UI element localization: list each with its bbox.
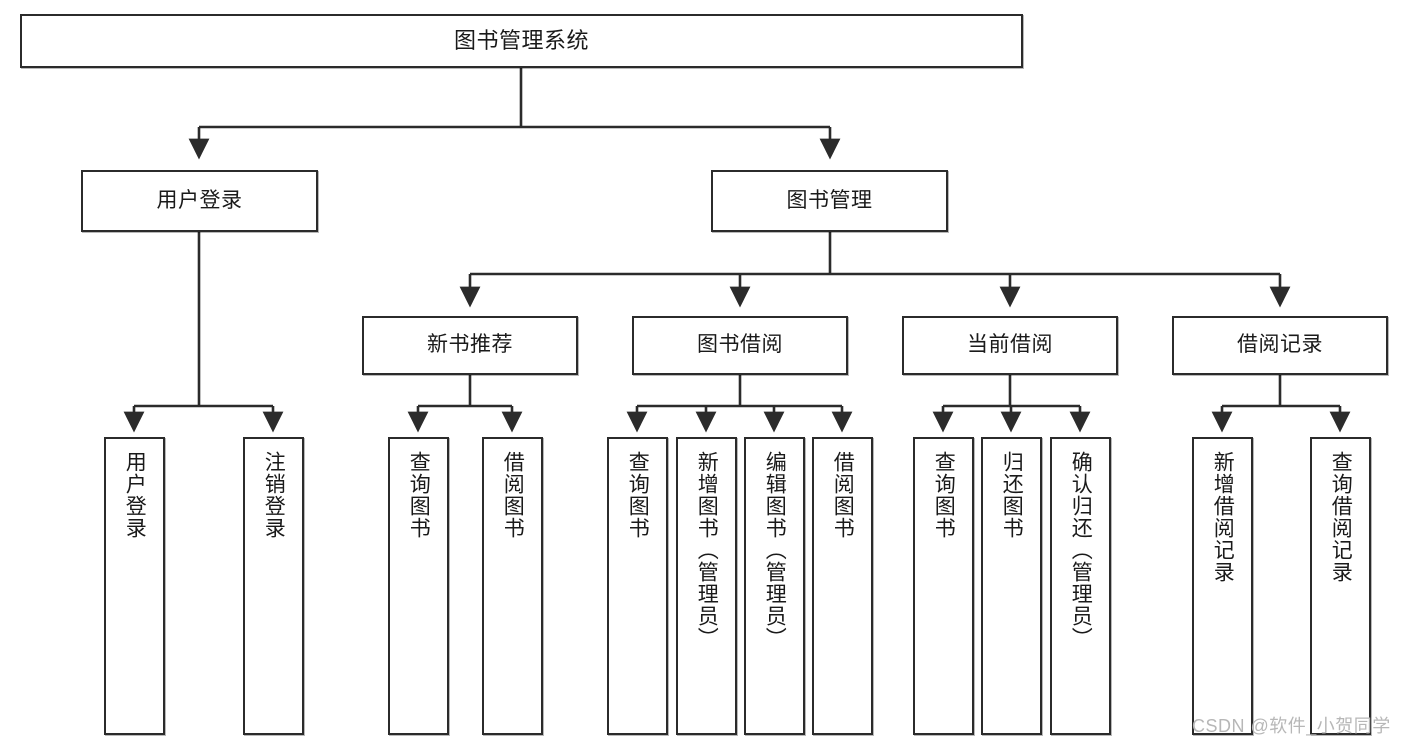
node-label: 新增借阅记录	[1211, 451, 1235, 583]
node-user-login[interactable]: 用户登录	[81, 170, 318, 232]
node-label: 归还图书	[1000, 451, 1024, 539]
leaf-current-query-book[interactable]: 查询图书	[913, 437, 974, 735]
node-borrow-record[interactable]: 借阅记录	[1172, 316, 1388, 375]
leaf-user-login-login[interactable]: 用户登录	[104, 437, 165, 735]
node-label: 确认归还（管理员）	[1069, 451, 1093, 649]
node-label: 图书管理系统	[453, 28, 589, 54]
leaf-recommend-query-book[interactable]: 查询图书	[388, 437, 449, 735]
leaf-user-login-logout[interactable]: 注销登录	[243, 437, 304, 735]
node-root-system[interactable]: 图书管理系统	[20, 14, 1023, 68]
node-new-book-recommend[interactable]: 新书推荐	[362, 316, 578, 375]
node-label: 用户登录	[156, 188, 243, 212]
node-label: 借阅图书	[501, 451, 525, 539]
leaf-borrow-query-book[interactable]: 查询图书	[607, 437, 668, 735]
leaf-borrow-borrow-book[interactable]: 借阅图书	[812, 437, 873, 735]
node-book-management[interactable]: 图书管理	[711, 170, 948, 232]
leaf-borrow-edit-book-admin[interactable]: 编辑图书（管理员）	[744, 437, 805, 735]
node-label: 查询图书	[932, 451, 956, 539]
node-label: 当前借阅	[967, 333, 1053, 357]
node-label: 图书借阅	[697, 333, 783, 357]
leaf-record-query-record[interactable]: 查询借阅记录	[1310, 437, 1371, 735]
node-current-borrow[interactable]: 当前借阅	[902, 316, 1118, 375]
leaf-recommend-borrow-book[interactable]: 借阅图书	[482, 437, 543, 735]
node-label: 编辑图书（管理员）	[763, 451, 787, 649]
node-label: 查询图书	[407, 451, 431, 539]
leaf-current-confirm-return-admin[interactable]: 确认归还（管理员）	[1050, 437, 1111, 735]
leaf-record-add-record[interactable]: 新增借阅记录	[1192, 437, 1253, 735]
node-book-borrow[interactable]: 图书借阅	[632, 316, 848, 375]
node-label: 新书推荐	[427, 333, 513, 357]
node-label: 用户登录	[123, 451, 147, 539]
leaf-current-return-book[interactable]: 归还图书	[981, 437, 1042, 735]
node-label: 借阅记录	[1237, 333, 1323, 357]
leaf-borrow-add-book-admin[interactable]: 新增图书（管理员）	[676, 437, 737, 735]
node-label: 注销登录	[262, 451, 286, 539]
node-label: 新增图书（管理员）	[695, 451, 719, 649]
node-label: 借阅图书	[831, 451, 855, 539]
watermark: CSDN @软件_小贺同学	[1192, 716, 1391, 736]
node-label: 查询图书	[626, 451, 650, 539]
node-label: 查询借阅记录	[1329, 451, 1353, 583]
node-label: 图书管理	[786, 188, 873, 212]
